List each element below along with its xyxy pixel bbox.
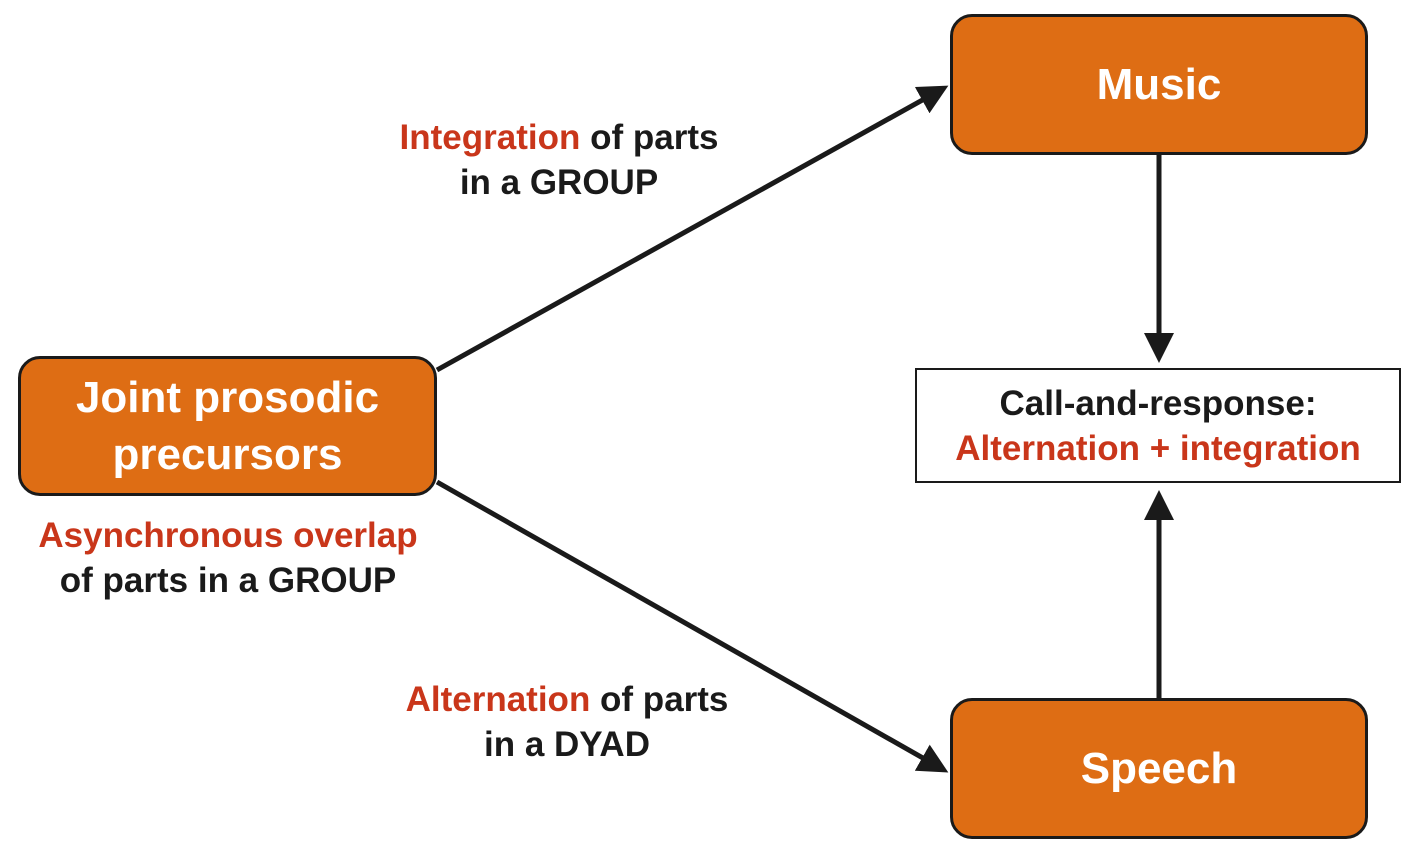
alternation-edge-label: Alternation of parts in a DYAD — [372, 677, 762, 767]
overlap-edge-label: Asynchronous overlap of parts in a GROUP — [0, 513, 456, 603]
music-node: Music — [950, 14, 1368, 155]
arrow-precursors-to-music — [435, 85, 949, 373]
call-and-response-title: Call-and-response: — [999, 383, 1317, 423]
alternation-highlight: Alternation — [405, 680, 591, 719]
integration-edge-label: Integration of parts in a GROUP — [364, 115, 754, 205]
overlap-label-line2: of parts in a GROUP — [59, 561, 397, 600]
arrow-precursors-to-speech — [435, 479, 949, 773]
alternation-rest: of parts — [590, 680, 729, 719]
integration-label-line1: Integration of parts — [364, 115, 754, 160]
alternation-label-line1: Alternation of parts — [372, 677, 762, 722]
speech-label: Speech — [1080, 743, 1238, 793]
integration-highlight: Integration — [399, 118, 581, 157]
integration-rest: of parts — [580, 118, 719, 157]
call-and-response-subtitle: Alternation + integration — [955, 428, 1361, 468]
alternation-label-line2: in a DYAD — [484, 725, 650, 764]
precursors-label-line1: Joint prosodic — [75, 373, 380, 422]
precursors-label-line2: precursors — [112, 430, 343, 479]
joint-prosodic-precursors-node: Joint prosodic precursors — [18, 356, 437, 496]
speech-node: Speech — [950, 698, 1368, 839]
call-and-response-box: Call-and-response: Alternation + integra… — [915, 368, 1401, 483]
music-label: Music — [1096, 59, 1222, 109]
overlap-highlight: Asynchronous overlap — [38, 516, 418, 555]
integration-label-line2: in a GROUP — [459, 163, 659, 202]
